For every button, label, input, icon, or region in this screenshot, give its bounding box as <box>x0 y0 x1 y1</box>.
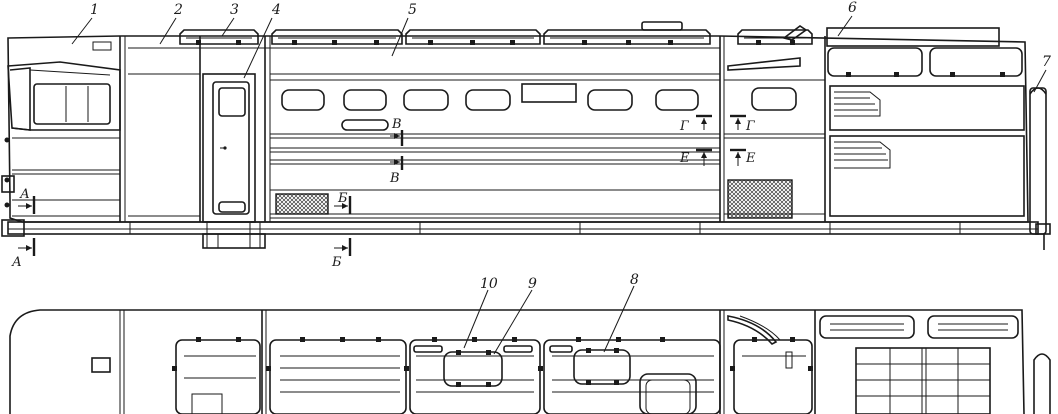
plan-radiator <box>855 347 991 414</box>
cooler-louver-left <box>827 47 923 77</box>
plan-round-hatch <box>639 373 697 414</box>
vent-grille-left <box>275 193 329 215</box>
section-label-a-upper: А <box>19 187 30 202</box>
cab-front-box <box>1 175 15 193</box>
section-label-e-right: Е <box>745 151 756 166</box>
plan-clamps <box>172 337 813 387</box>
callout-8: 8 <box>630 272 639 288</box>
cab-side-window <box>9 67 31 131</box>
cooler-panel-lower <box>829 135 1025 217</box>
callout-10: 10 <box>480 276 498 292</box>
section-label-b-upper: Б <box>337 191 348 206</box>
side-door <box>202 73 256 223</box>
underframe-ribs <box>129 222 961 234</box>
section-label-v-lower: В <box>389 171 400 186</box>
callout-9: 9 <box>528 276 537 292</box>
callout-1: 1 <box>90 2 99 18</box>
vent-grille-right <box>727 179 793 219</box>
plan-box <box>91 357 111 373</box>
section-label-g-right: Г <box>745 119 755 134</box>
door-window <box>218 87 246 117</box>
roof-plan-view <box>9 309 1051 414</box>
cab-roof-plate <box>92 41 112 51</box>
manhole-cover-9 <box>443 351 503 387</box>
section-label-g-left: Г <box>679 119 689 134</box>
callout-5: 5 <box>408 2 417 18</box>
section-label-b-lower: Б <box>331 255 342 270</box>
callout-6: 6 <box>848 0 857 16</box>
section-label-e-left: Е <box>679 151 690 166</box>
body-outline <box>7 35 1029 223</box>
body-windows <box>281 83 797 131</box>
underframe <box>7 221 1039 235</box>
plan-outline <box>9 309 1025 414</box>
plan-louver-right <box>927 315 1019 339</box>
plan-exhaust <box>1033 353 1051 414</box>
rear-column <box>1029 87 1047 235</box>
plan-hatch-panels <box>175 339 813 414</box>
door-steps <box>202 233 266 249</box>
section-label-v-upper: В <box>391 117 402 132</box>
callout-labels: 1 2 3 4 5 6 7 10 9 8 <box>90 0 1051 292</box>
cooler-louver-right <box>929 47 1023 77</box>
side-elevation <box>1 21 1051 250</box>
door-inner-panel <box>212 81 250 215</box>
callout-4: 4 <box>271 2 281 18</box>
callout-2: 2 <box>173 2 183 18</box>
section-labels: А А Б Б В В Г Г Е Е <box>11 117 756 270</box>
cooler-roof-box <box>826 27 1000 47</box>
callout-7: 7 <box>1042 54 1051 70</box>
callout-3: 3 <box>230 2 239 18</box>
callout-leaders <box>71 15 1047 355</box>
hatch-clamps <box>196 40 795 45</box>
cab-window <box>33 83 111 125</box>
manhole-cover-8 <box>573 349 631 385</box>
plan-louver-left <box>819 315 915 339</box>
cooler-panel-upper <box>829 85 1025 131</box>
buffer-left <box>1 219 25 237</box>
section-label-a-lower: А <box>11 255 22 270</box>
roof-hatches <box>179 21 813 45</box>
section-markers <box>18 114 746 256</box>
